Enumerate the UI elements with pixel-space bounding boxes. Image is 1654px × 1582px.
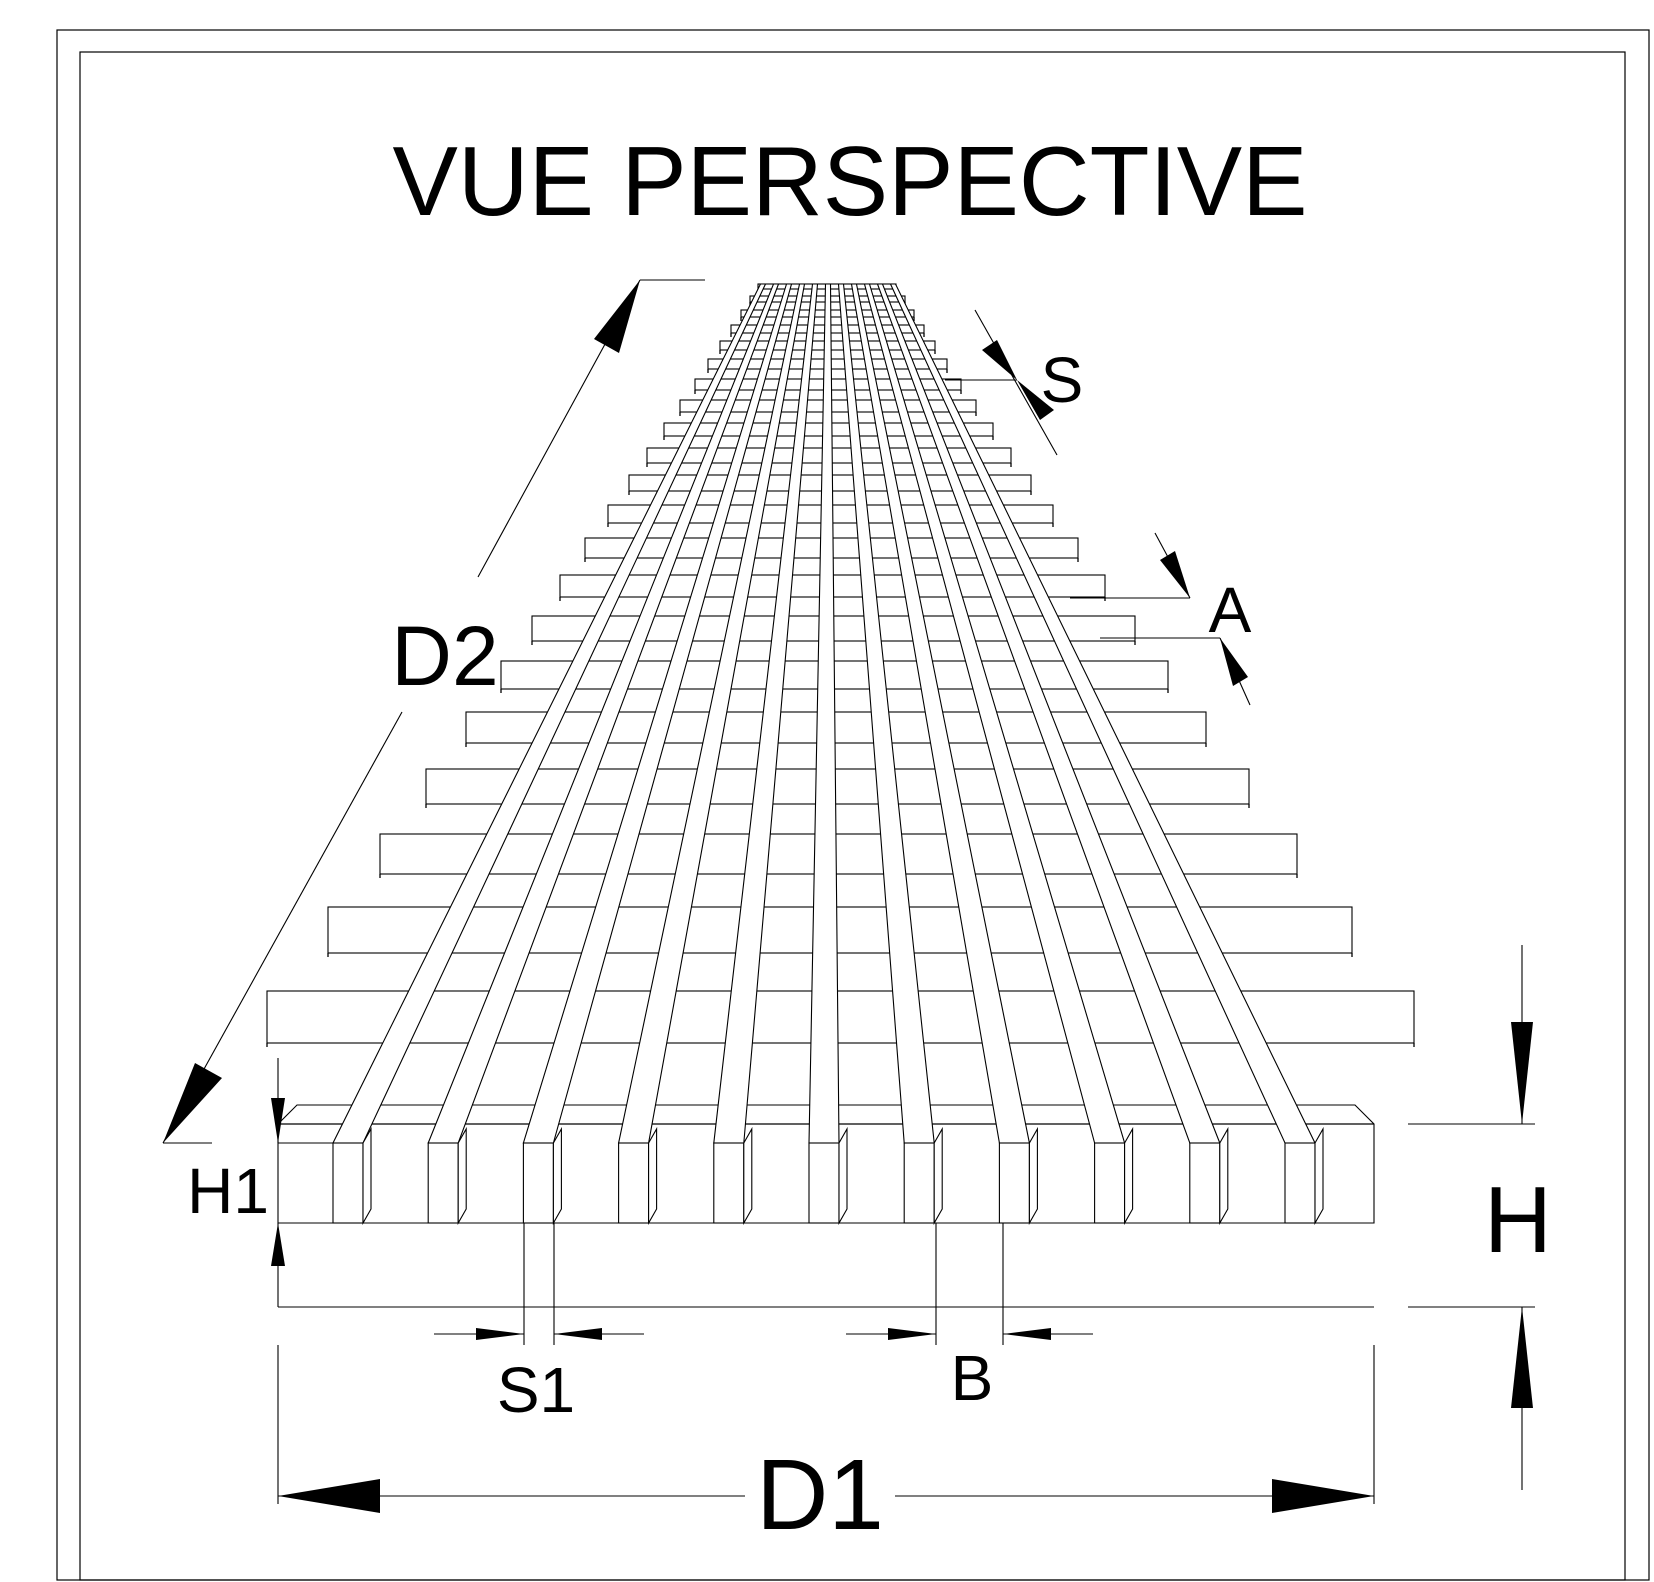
cross-bar (425, 768, 1250, 805)
dimension-h1: H1 (187, 1058, 340, 1307)
bearing-bar-end (713, 1142, 745, 1224)
label-s: S (1041, 344, 1084, 416)
bearing-bar-end (1094, 1142, 1126, 1224)
h-arrow-top (1511, 1022, 1533, 1124)
label-h1: H1 (187, 1155, 269, 1227)
a-arrow-top (1160, 551, 1190, 598)
h-arrow-bottom (1511, 1307, 1533, 1408)
inner-frame (79, 51, 1626, 1581)
dimension-a: A (1070, 532, 1252, 706)
label-d1: D1 (756, 1439, 884, 1551)
bearing-bar-end (1284, 1142, 1316, 1224)
bearing-bar-side (1124, 1126, 1134, 1226)
cross-bar (379, 833, 1298, 875)
label-d2: D2 (391, 609, 498, 703)
bearing-bar-end (427, 1142, 459, 1224)
bearing-bar-side (552, 1126, 562, 1226)
bearing-bar-side (1028, 1126, 1038, 1226)
s1-arrow-left (476, 1328, 524, 1340)
bearing-bar-side (1219, 1126, 1229, 1226)
dimension-s1: S1 (434, 1223, 644, 1426)
label-a: A (1209, 574, 1252, 646)
bearing-bar-side (1314, 1126, 1324, 1226)
label-b: B (951, 1342, 994, 1414)
dimension-b: B (846, 1223, 1093, 1414)
bearing-bar-end (618, 1142, 650, 1224)
d1-arrow-right (1272, 1479, 1374, 1513)
drawing-title: VUE PERSPECTIVE (393, 126, 1308, 236)
d1-arrow-left (278, 1479, 380, 1513)
h1-arrow-bottom (271, 1223, 285, 1266)
b-arrow-right (1003, 1328, 1051, 1340)
dimension-d1: D1 (277, 1306, 1375, 1551)
s-arrow-bottom (1017, 380, 1054, 420)
bearing-bar-end (998, 1142, 1030, 1224)
bearing-bar-end (332, 1142, 364, 1224)
b-arrow-left (888, 1328, 936, 1340)
dimension-s: S (945, 309, 1084, 456)
label-s1: S1 (497, 1354, 575, 1426)
bearing-bar-end (522, 1142, 554, 1224)
bearing-bar-side (743, 1126, 753, 1226)
outer-frame (56, 29, 1650, 1581)
s-arrow-top (982, 340, 1017, 380)
bearing-bar-side (648, 1126, 658, 1226)
bearing-bar-end (808, 1142, 840, 1224)
dimension-h: H (1408, 945, 1552, 1490)
s1-arrow-right (554, 1328, 602, 1340)
bearing-bar-side (457, 1126, 467, 1226)
bearing-bar-side (838, 1126, 848, 1226)
bearing-bar-end (903, 1142, 935, 1224)
dimension-d2: D2 (162, 279, 705, 1144)
cross-bar (465, 711, 1207, 744)
bearing-bar-end (1189, 1142, 1221, 1224)
bearing-bar-side (362, 1126, 372, 1226)
d2-arrow-top (594, 280, 640, 353)
a-arrow-bottom (1220, 638, 1248, 686)
bearing-bar-side (933, 1126, 943, 1226)
d2-arrow-bottom (163, 1063, 222, 1143)
label-h: H (1484, 1167, 1552, 1272)
h1-arrow-top (271, 1098, 285, 1143)
grating (266, 283, 1415, 1226)
